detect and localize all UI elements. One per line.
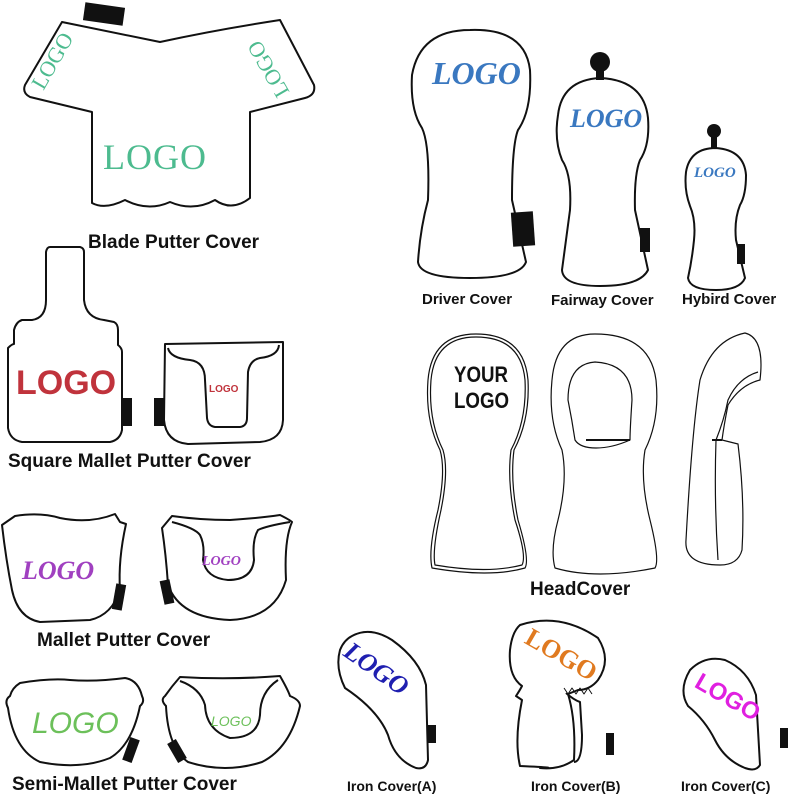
square-right-tag [154,398,164,426]
blade-putter-label: Blade Putter Cover [88,232,260,253]
iron-c-outline [682,657,761,771]
fairway-tag [640,228,650,252]
headcover-logo-line1: YOUR [454,362,509,387]
semi-mallet-right-outline [161,675,301,769]
iron-b-label: Iron Cover(B) [531,778,621,794]
hybrid-label: Hybird Cover [682,291,777,308]
semi-left-logo: LOGO [32,707,119,740]
driver-cover-outline [410,28,532,279]
mallet-left-tag [111,583,127,611]
semi-mallet-label: Semi-Mallet Putter Cover [12,774,237,795]
driver-logo: LOGO [432,55,521,91]
iron-c-tag [780,728,788,748]
hybrid-cover-outline [684,147,747,291]
hybrid-logo: LOGO [694,165,736,181]
fairway-cover-outline [555,77,650,287]
semi-right-logo: LOGO [211,713,252,729]
hybrid-tag [737,244,745,264]
driver-tag [510,211,536,247]
blade-tag [82,2,126,26]
mallet-putter-label: Mallet Putter Cover [37,630,211,651]
fairway-label: Fairway Cover [551,292,654,309]
blade-cover-outline [23,19,316,208]
mallet-left-logo: LOGO [22,556,95,585]
iron-a-outline [337,630,429,770]
semi-mallet-left-outline [5,677,145,767]
square-mallet-left-outline [7,246,123,443]
square-mallet-label: Square Mallet Putter Cover [8,451,251,472]
headcover-front-outline [426,333,529,574]
iron-b-outline [508,619,606,770]
driver-label: Driver Cover [422,291,513,308]
mallet-right-logo: LOGO [202,554,241,569]
iron-c-label: Iron Cover(C) [681,778,771,794]
square-left-tag [122,398,132,426]
iron-a-label: Iron Cover(A) [347,778,437,794]
iron-b-tag [606,733,614,755]
square-right-logo: LOGO [209,384,239,395]
fairway-knob-icon [590,52,610,72]
square-mallet-right-outline [163,341,284,445]
mallet-right-tag [159,579,175,605]
headcover-logo-line2: LOGO [454,388,510,413]
hybrid-knob-icon [707,124,721,138]
iron-a-tag [428,725,436,743]
headcover-label: HeadCover [530,579,631,600]
headcover-back-outline [550,333,658,575]
fairway-logo: LOGO [570,104,643,133]
headcover-side-outline [685,332,762,566]
semi-left-tag [122,737,140,763]
square-left-logo: LOGO [16,364,117,402]
semi-right-tag [167,738,187,764]
blade-logo-main: LOGO [103,137,207,177]
